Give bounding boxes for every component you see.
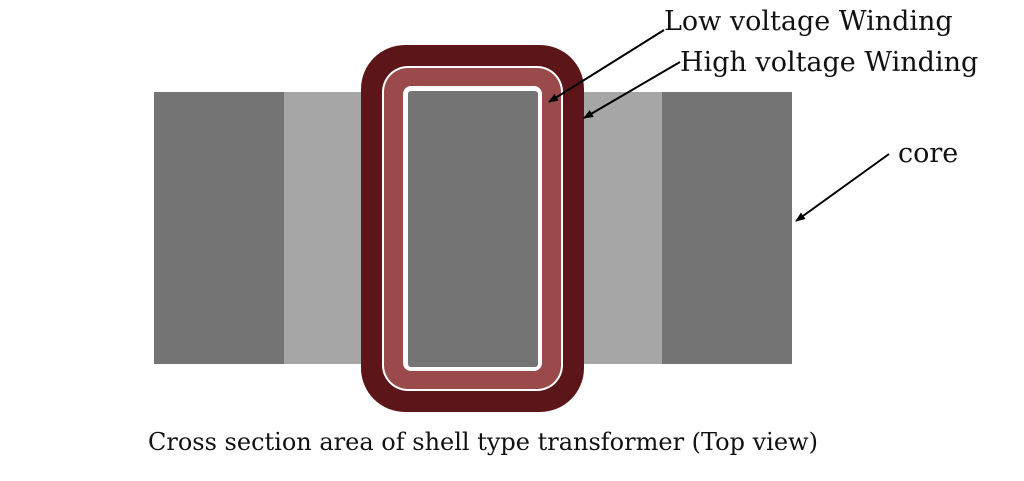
core-label: core <box>898 138 959 169</box>
core-left-outer-limb <box>154 92 286 364</box>
low-voltage-winding-label: Low voltage Winding <box>664 6 953 37</box>
core-arrow <box>795 153 890 222</box>
core-right-outer-limb <box>660 92 792 364</box>
high-voltage-winding-label: High voltage Winding <box>680 47 979 78</box>
core-left-window <box>284 92 374 364</box>
high-voltage-arrow <box>583 61 681 119</box>
core-center-limb <box>408 91 538 367</box>
core-right-window <box>572 92 662 364</box>
diagram-caption: Cross section area of shell type transfo… <box>148 428 818 456</box>
low-voltage-arrow <box>548 29 665 103</box>
